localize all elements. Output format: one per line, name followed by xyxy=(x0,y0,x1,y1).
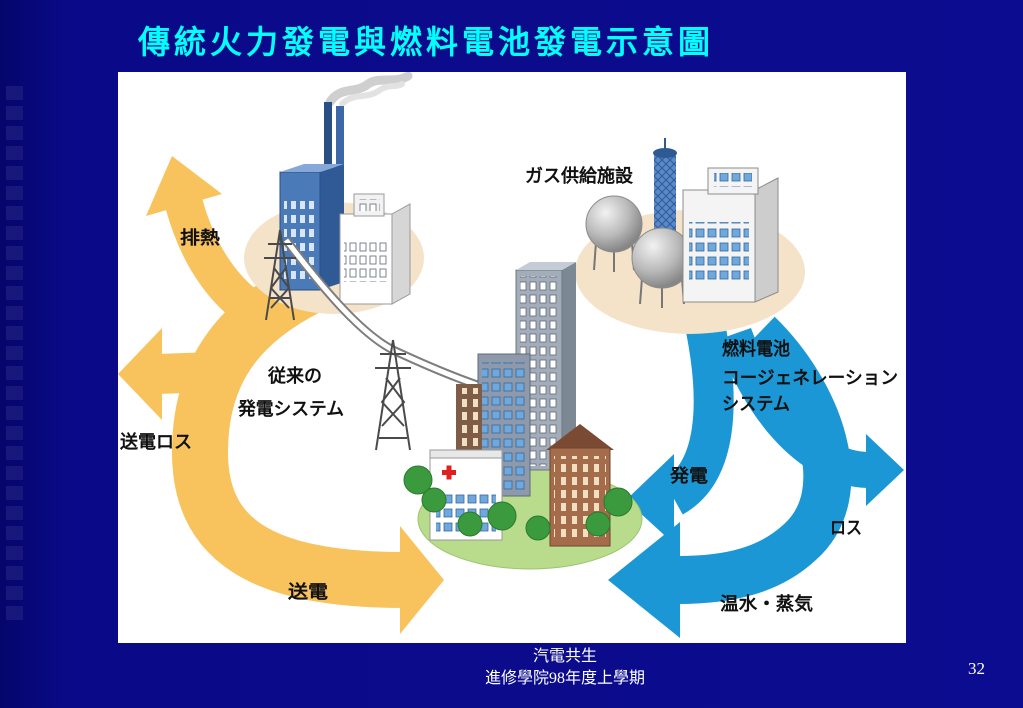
city-buildings-icon xyxy=(403,262,643,570)
facility-building-side xyxy=(754,177,779,303)
transmission-loss-arrow-head xyxy=(118,328,162,420)
loss-arrow-head xyxy=(866,434,904,506)
label-conventional-line1: 従来の xyxy=(267,365,322,387)
tree-icons xyxy=(403,465,633,541)
transmission-tower-icon xyxy=(264,229,296,321)
generation-arrow-head xyxy=(626,454,674,544)
label-fuel-cell-line3: システム xyxy=(722,394,790,415)
annex-side xyxy=(391,203,411,305)
diagram-labels: 排熱 従来の 発電システム 送電ロス 送電 ガス供給施設 燃料電池 コージェネレ… xyxy=(119,165,898,615)
exhaust-heat-arrow-head xyxy=(146,156,222,216)
small-brown-building-windows xyxy=(458,388,480,450)
label-transmission-loss: 送電ロス xyxy=(119,431,192,453)
slide-title: 傳統火力發電與燃料電池發電示意圖 xyxy=(138,23,715,61)
transmission-line xyxy=(282,237,485,392)
generation-arrow xyxy=(661,326,734,515)
transmission-tower-icon xyxy=(375,339,411,451)
label-transmission: 送電 xyxy=(287,581,328,603)
gas-tower-icon xyxy=(653,138,677,250)
tower-building-roof xyxy=(516,262,576,270)
red-cross-icon xyxy=(442,465,456,480)
diagram-figure: 排熱 従来の 発電システム 送電ロス 送電 ガス供給施設 燃料電池 コージェネレ… xyxy=(118,72,906,643)
brick-building xyxy=(546,424,614,547)
label-loss: ロス xyxy=(830,518,862,539)
label-gas-supply: ガス供給施設 xyxy=(525,165,634,187)
label-conventional-line2: 発電システム xyxy=(237,398,344,420)
hot-water-steam-arrow-head xyxy=(608,522,680,638)
smoke-trail xyxy=(339,81,405,107)
smokestack-icon xyxy=(324,102,344,168)
smoke xyxy=(325,72,413,107)
plant-building-roof xyxy=(280,164,344,172)
transmission-arrow-head xyxy=(400,526,444,634)
footer-course: 進修學院98年度上學期 xyxy=(484,670,645,687)
annex-roof-windows xyxy=(358,199,380,211)
transmission-arrow xyxy=(171,260,405,608)
decorative-side-pattern xyxy=(6,86,23,626)
fuel-cell-facility-icon xyxy=(575,138,805,334)
conventional-energy-flow xyxy=(118,156,444,634)
fuel-cell-energy-flow xyxy=(608,316,904,638)
facility-top-windows xyxy=(714,173,752,187)
annex-windows xyxy=(344,242,388,282)
power-generation-diagram: 排熱 従来の 発電システム 送電ロス 送電 ガス供給施設 燃料電池 コージェネレ… xyxy=(118,72,904,638)
page-number: 32 xyxy=(968,659,985,678)
plant-building-side xyxy=(320,164,344,290)
hot-water-steam-arrow xyxy=(677,316,852,604)
slide-footer: 汽電共生 進修學院98年度上學期 xyxy=(400,646,730,690)
label-fuel-cell-line1: 燃料電池 xyxy=(722,338,790,360)
label-fuel-cell-line2: コージェネレーション xyxy=(722,368,898,389)
facility-building-windows xyxy=(689,222,749,282)
label-generation: 発電 xyxy=(669,465,708,487)
power-plant-icon xyxy=(244,72,424,314)
gas-tank-icon xyxy=(585,195,643,272)
label-hot-water-steam: 温水・蒸気 xyxy=(720,593,813,615)
transmission-loss-arrow xyxy=(157,352,215,394)
tower-building-side xyxy=(562,262,576,470)
label-exhaust-heat: 排熱 xyxy=(180,227,220,249)
footer-topic: 汽電共生 xyxy=(532,648,597,665)
